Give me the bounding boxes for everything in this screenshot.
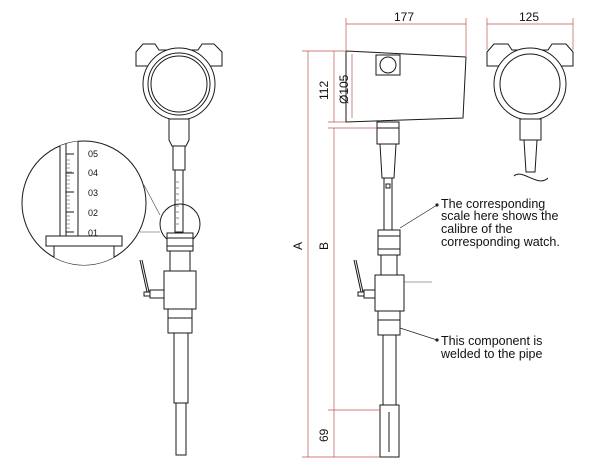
dimension-125: 125 [486, 10, 574, 50]
scale-note-line-1: The corresponding [441, 197, 545, 211]
right-instrument-view [486, 43, 574, 182]
dimension-69: 69 [317, 409, 380, 442]
weld-note-line-2: welded to the pipe [440, 347, 543, 361]
weld-note-line-1: This component is [441, 334, 542, 348]
dim-diameter-label: Ø105 [337, 74, 351, 104]
middle-instrument-view [345, 50, 467, 458]
dimension-diameter: Ø105 [337, 54, 353, 118]
scale-tick-04: 04 [88, 168, 98, 178]
scale-note-line-2: scale here shows the [441, 209, 558, 223]
scale-tick-05: 05 [88, 149, 98, 159]
dimension-177: 177 [345, 10, 467, 56]
weld-note: This component is welded to the pipe [399, 327, 543, 361]
dim-177-label: 177 [394, 10, 414, 24]
dimension-A: A [291, 50, 380, 458]
dim-B-label: B [317, 242, 331, 250]
dim-125-label: 125 [519, 10, 539, 24]
scale-magnifier: 05 04 03 02 01 [21, 140, 161, 266]
left-instrument-view [135, 43, 223, 456]
dim-112-label: 112 [317, 81, 331, 100]
scale-tick-02: 02 [88, 208, 98, 218]
scale-minor-ticks [66, 159, 72, 229]
dim-A-label: A [291, 242, 305, 250]
stem-scale-marks [176, 181, 179, 225]
scale-note-line-4: corresponding watch. [441, 235, 560, 249]
scale-tick-01: 01 [88, 228, 98, 238]
scale-note: The corresponding scale here shows the c… [399, 197, 560, 249]
dimension-112: 112 [317, 51, 346, 123]
dimension-B: B [317, 127, 377, 457]
dim-69-label: 69 [317, 428, 331, 442]
scale-tick-03: 03 [88, 188, 98, 198]
scale-note-line-3: calibre of the [441, 222, 513, 236]
